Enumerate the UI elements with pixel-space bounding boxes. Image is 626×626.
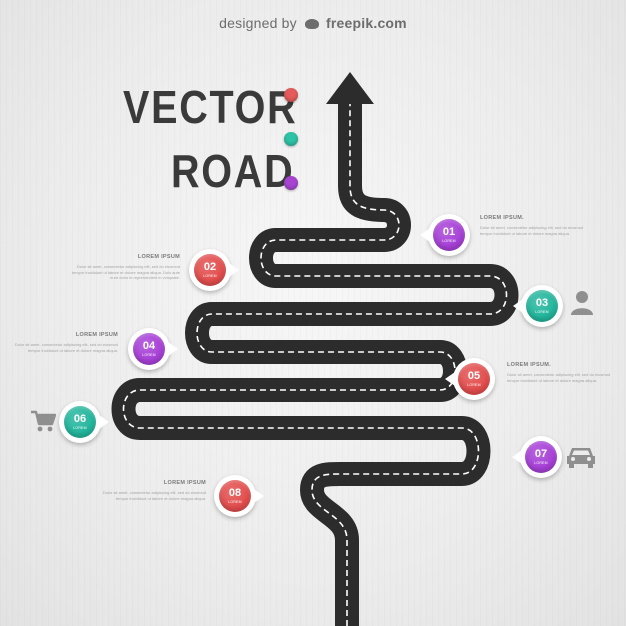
step-label: LOREM <box>73 425 87 430</box>
step-number: 05 <box>467 369 481 382</box>
title-line-2: ROAD <box>171 145 295 197</box>
accent-dot-purple <box>284 176 298 190</box>
accent-dot-teal <box>284 132 298 146</box>
info-heading: LOREM IPSUM <box>75 332 118 338</box>
road-arrow-head-icon <box>326 72 374 104</box>
step-badge: 07 LOREM <box>525 441 557 473</box>
step-label: LOREM <box>203 273 217 278</box>
step-marker-08[interactable]: 08 LOREM <box>214 475 264 517</box>
info-block-04: LOREM IPSUM Dolor sit amet, consectetur … <box>8 332 118 353</box>
step-marker-06[interactable]: 06 LOREM <box>59 401 109 443</box>
step-number: 04 <box>142 339 156 352</box>
step-badge: 06 LOREM <box>64 406 96 438</box>
step-label: LOREM <box>142 352 156 357</box>
step-marker-07[interactable]: 07 LOREM <box>512 436 562 478</box>
step-label: LOREM <box>442 238 456 243</box>
info-block-02: LOREM IPSUM Dolor sit amet, consectetur … <box>70 254 180 281</box>
info-body: Dolor sit amet, consectetur adipiscing e… <box>71 264 180 281</box>
step-badge: 05 LOREM <box>458 363 490 395</box>
credit-prefix: designed by <box>219 15 297 31</box>
road-asphalt <box>111 100 519 626</box>
step-marker-04[interactable]: 04 LOREM <box>128 328 178 370</box>
step-number: 01 <box>442 225 456 238</box>
freepik-logo-icon <box>304 19 319 29</box>
step-marker-01[interactable]: 01 LOREM <box>420 214 470 256</box>
title-line-1: VECTOR <box>123 81 298 133</box>
info-body: Dolor sit amet, consectetur adipiscing e… <box>102 490 206 501</box>
marker-pointer <box>512 450 522 464</box>
step-number: 07 <box>534 447 548 460</box>
step-marker-03[interactable]: 03 LOREM <box>513 285 563 327</box>
step-badge: 04 LOREM <box>133 333 165 365</box>
shopping-cart-icon <box>31 410 56 432</box>
car-icon <box>567 448 595 468</box>
step-number: 03 <box>535 296 549 309</box>
step-label: LOREM <box>228 499 242 504</box>
step-badge: 01 LOREM <box>433 219 465 251</box>
step-number: 08 <box>228 486 242 499</box>
step-marker-05[interactable]: 05 LOREM <box>445 358 495 400</box>
info-body: Dolor sit amet, consectetur adipiscing e… <box>507 372 611 383</box>
info-heading: LOREM IPSUM <box>137 254 180 260</box>
step-badge: 08 LOREM <box>219 480 251 512</box>
step-badge: 02 LOREM <box>194 254 226 286</box>
info-heading: LOREM IPSUM <box>163 480 206 486</box>
marker-pointer <box>420 228 430 242</box>
step-marker-02[interactable]: 02 LOREM <box>189 249 239 291</box>
info-heading: LOREM IPSUM. <box>480 215 524 221</box>
info-block-05: LOREM IPSUM. Dolor sit amet, consectetur… <box>507 362 617 383</box>
marker-pointer <box>445 372 455 386</box>
info-body: Dolor sit amet, consectetur adipiscing e… <box>480 225 584 236</box>
step-label: LOREM <box>467 382 481 387</box>
info-block-08: LOREM IPSUM Dolor sit amet, consectetur … <box>96 480 206 501</box>
road-center-line <box>122 100 508 626</box>
step-label: LOREM <box>535 309 549 314</box>
step-label: LOREM <box>534 460 548 465</box>
info-heading: LOREM IPSUM. <box>507 362 551 368</box>
credit-brand: freepik.com <box>326 15 407 31</box>
marker-pointer <box>254 489 264 503</box>
marker-pointer <box>99 415 109 429</box>
credit-line[interactable]: designed by freepik.com <box>0 15 626 31</box>
step-number: 06 <box>73 412 87 425</box>
marker-pointer <box>168 342 178 356</box>
accent-dot-red <box>284 88 298 102</box>
step-number: 02 <box>203 260 217 273</box>
marker-pointer <box>229 263 239 277</box>
info-block-01: LOREM IPSUM. Dolor sit amet, consectetur… <box>480 215 590 236</box>
marker-pointer <box>513 299 523 313</box>
info-body: Dolor sit amet, consectetur adipiscing e… <box>14 342 118 353</box>
step-badge: 03 LOREM <box>526 290 558 322</box>
person-icon <box>571 291 593 315</box>
